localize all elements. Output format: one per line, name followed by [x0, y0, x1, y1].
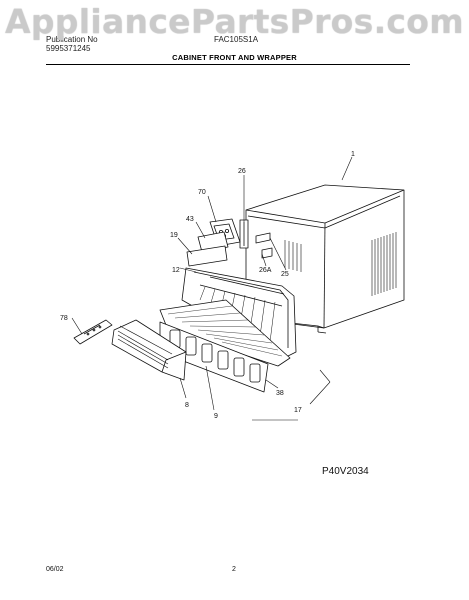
filter-tray: [159, 299, 291, 367]
callout-8: 8: [185, 402, 189, 409]
section-title: CABINET FRONT AND WRAPPER: [172, 53, 297, 62]
callout-38: 38: [276, 390, 284, 397]
callout-12: 12: [172, 267, 180, 274]
mounting-brackets: [239, 219, 273, 259]
callout-25: 25: [281, 271, 289, 278]
callout-78: 78: [60, 315, 68, 322]
diagram-code: P40V2034: [322, 466, 369, 477]
publication-label: Publication No: [46, 35, 98, 44]
louver-assembly: [111, 319, 187, 381]
footer-date: 06/02: [46, 566, 64, 573]
footer-page: 2: [232, 566, 236, 573]
callout-1: 1: [351, 151, 355, 158]
nameplate: [186, 245, 228, 267]
lower-grille: [159, 321, 269, 393]
callout-43: 43: [186, 216, 194, 223]
callout-26: 26: [238, 168, 246, 175]
callout-70: 70: [198, 189, 206, 196]
header-rule: [46, 64, 410, 65]
callout-9: 9: [214, 413, 218, 420]
callout-17: 17: [294, 407, 302, 414]
callout-19: 19: [170, 232, 178, 239]
callout-26a: 26A: [259, 267, 272, 274]
model-number: FAC105S1A: [214, 35, 259, 44]
publication-number: 5995371245: [46, 44, 91, 53]
remote-control: [73, 319, 113, 345]
